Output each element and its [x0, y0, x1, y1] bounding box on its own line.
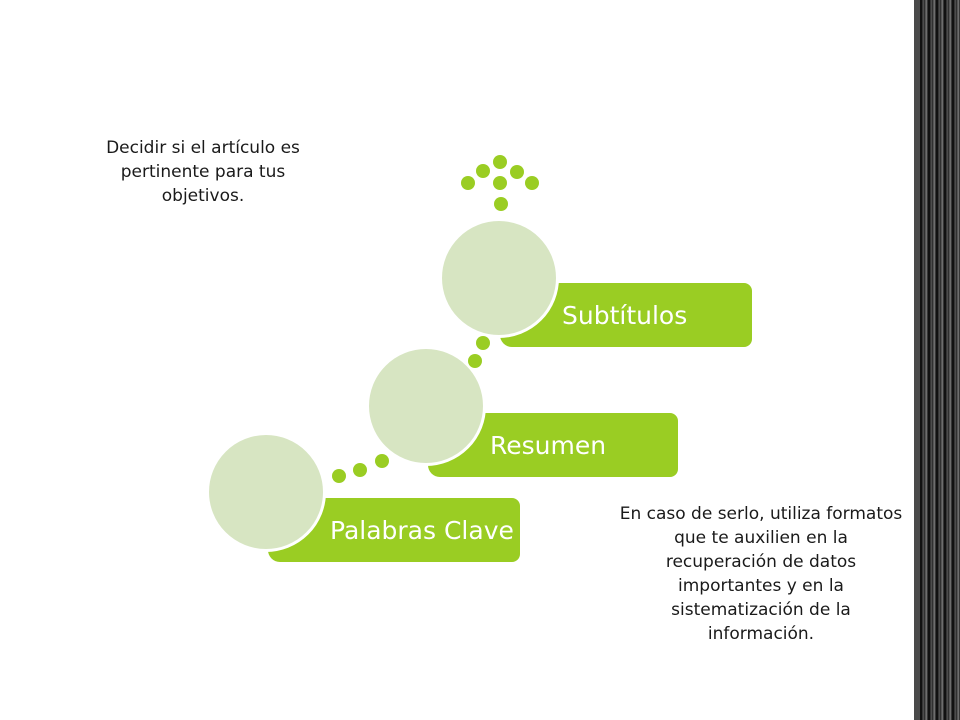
note-top: Decidir si el artículo es pertinente par…: [106, 138, 300, 206]
connector-dot: [353, 463, 367, 477]
burst-dot: [510, 165, 524, 179]
decorative-frame-strip: [920, 0, 960, 720]
burst-dot: [461, 176, 475, 190]
connector-dot: [468, 354, 482, 368]
connector-dot: [476, 336, 490, 350]
note-bottom: En caso de serlo, utiliza formatos que t…: [619, 504, 903, 644]
connector-dot: [332, 469, 346, 483]
step-circle-palabras-clave: [206, 432, 326, 552]
step-circle-resumen: [366, 346, 486, 466]
step-label-subtitulos: Subtítulos: [562, 300, 688, 330]
burst-dot: [476, 164, 490, 178]
step-label-resumen: Resumen: [490, 430, 607, 460]
step-circle-subtitulos: [439, 218, 559, 338]
burst-dot: [493, 176, 507, 190]
burst-dot: [494, 197, 508, 211]
connector-dot: [375, 454, 389, 468]
burst-dot: [493, 155, 507, 169]
burst-dot: [525, 176, 539, 190]
step-label-palabras-clave: Palabras Clave: [330, 515, 514, 545]
frame-edge: [914, 0, 920, 720]
